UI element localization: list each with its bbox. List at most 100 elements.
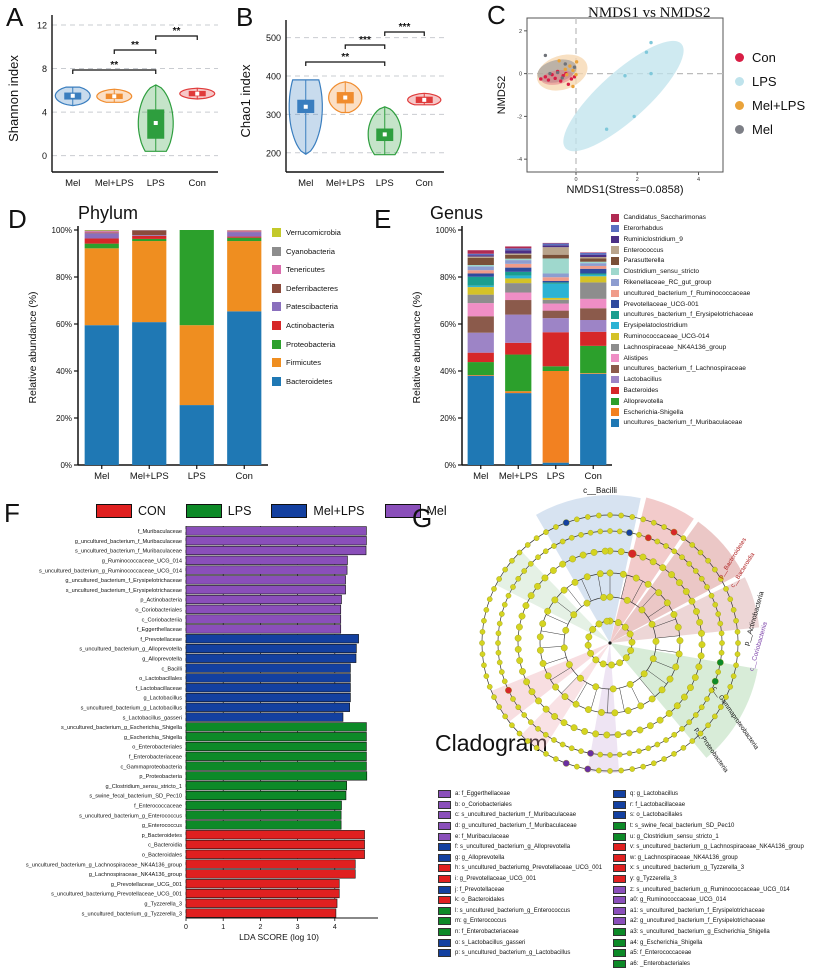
legend-swatch-icon <box>613 833 626 841</box>
cladogram-node <box>636 532 641 537</box>
stack-segment <box>468 303 494 316</box>
cladogram-node <box>561 587 567 593</box>
legend-dot-icon <box>735 125 744 134</box>
nmds-point <box>649 41 652 44</box>
lda-bar-label: s_uncultured_bacterium_g_Escherichia_Shi… <box>61 725 183 731</box>
cladogram-node <box>596 513 601 518</box>
nmds-point <box>565 73 568 76</box>
cladogram-node <box>515 646 521 652</box>
lda-bar <box>186 801 341 810</box>
legend-swatch-icon <box>613 886 626 894</box>
cladogram-node <box>607 768 612 773</box>
legend-label: a4: g_Escherichia_Shigella <box>630 940 702 946</box>
stack-segment <box>505 283 531 292</box>
cladogram-node <box>577 675 583 681</box>
lda-bar <box>186 889 339 898</box>
cladogram-node <box>591 549 597 555</box>
legend-label: a5: f_Enterococcaceae <box>630 950 691 956</box>
legend-swatch-icon <box>611 257 619 265</box>
legend-label: Enterococcus <box>624 247 664 254</box>
cladogram-node <box>640 554 646 560</box>
cladogram-node <box>681 745 686 750</box>
cladogram-node <box>651 761 656 766</box>
legend-swatch-icon <box>611 408 619 416</box>
nmds-point <box>571 69 574 72</box>
stack-segment <box>543 298 569 300</box>
nmds-point <box>564 68 567 71</box>
legend-label: LPS <box>228 504 252 518</box>
stack-segment <box>505 293 531 301</box>
lda-bar-label: s_swine_fecal_bacterium_SD_Pec10 <box>89 794 182 800</box>
legend-label: i: g_Prevotellaceae_UCG_001 <box>455 876 536 882</box>
cladogram-node <box>604 732 610 738</box>
legend-item: Ruminococcaceae_UCG-014 <box>611 333 753 341</box>
y-tick: 80% <box>56 273 72 282</box>
lda-bar-label: g_Clostridium_sensu_stricto_1 <box>106 784 183 790</box>
cladogram-node <box>709 593 714 598</box>
cladogram-node <box>699 576 704 581</box>
cladogram-node <box>687 720 692 725</box>
legend-swatch-icon <box>438 896 451 904</box>
legend-swatch-icon <box>611 246 619 254</box>
x-tick: 2 <box>258 924 262 931</box>
x-tick: LPS <box>547 471 565 482</box>
cladogram-node <box>705 558 710 563</box>
cladogram-node <box>551 713 557 719</box>
cladogram-node <box>560 742 565 747</box>
legend-swatch-icon <box>438 833 451 841</box>
cladogram-node <box>657 717 663 723</box>
cladogram-node <box>677 637 683 643</box>
cladogram-node <box>674 703 680 709</box>
cladogram-node <box>491 694 496 699</box>
stack-segment <box>468 258 494 265</box>
lda-bar-label: g_Escherichia_Shigella <box>124 735 183 741</box>
cladogram-node <box>588 530 593 535</box>
y-axis-label: Chao1 index <box>238 64 253 137</box>
lda-bar-label: c_Bacteroidia <box>148 843 183 849</box>
lda-bar-label: s_uncultured_bacterium_g_Lachnospiraceae… <box>26 862 182 868</box>
stack-segment <box>132 235 166 236</box>
legend-item: Alloprevotella <box>611 398 753 406</box>
legend-label: Erysipelatoclostridium <box>624 322 688 329</box>
lda-bar-label: f_Prevotellaceae <box>140 637 182 643</box>
lda-bar <box>186 713 343 722</box>
cladogram-node <box>503 567 508 572</box>
lda-bar-label: o_Coriobacteriales <box>135 608 182 614</box>
legend-item: h: s_uncultured_bacteriumg_Prevotellacea… <box>438 863 602 874</box>
cladogram-node <box>534 536 539 541</box>
cladogram-node <box>645 581 651 587</box>
stack-segment <box>543 282 569 283</box>
cladogram-node <box>534 745 539 750</box>
legend-label: b: o_Coriobacteriales <box>455 802 512 808</box>
legend-item: a4: g_Escherichia_Shigella <box>613 937 804 948</box>
stack-segment <box>543 311 569 319</box>
lda-bar-label: g_uncultured_bacterium_f_Muribaculaceae <box>75 539 182 545</box>
stack-segment <box>227 237 261 238</box>
cladogram-node <box>543 732 548 737</box>
legend-swatch-icon <box>613 928 626 936</box>
y-tick: 60% <box>440 320 456 329</box>
legend-item: a: f_Eggerthellaceae <box>438 789 602 800</box>
cladogram-node <box>593 684 599 690</box>
cladogram-node <box>671 611 677 617</box>
legend-item: uncultures_bacterium_f_Erysipelotrichace… <box>611 311 753 319</box>
lda-bar-label: s_uncultured_bacteriumg_Prevotellaceae_U… <box>51 892 182 898</box>
legend-item: a0: g_Ruminococcaceae_UCG_014 <box>613 895 804 906</box>
stack-segment <box>468 255 494 256</box>
stack-segment <box>580 374 606 465</box>
stack-segment <box>468 273 494 276</box>
y-tick: 40% <box>440 367 456 376</box>
y-tick: 20% <box>440 414 456 423</box>
stack-segment <box>580 275 606 276</box>
legend-item: Lactobacillus <box>611 376 753 384</box>
stack-segment <box>85 233 119 234</box>
cladogram-node <box>698 550 703 555</box>
stack-segment <box>505 300 531 315</box>
cladogram-node <box>655 589 661 595</box>
stack-segment <box>227 241 261 311</box>
x-tick: Con <box>416 178 433 189</box>
stack-segment <box>580 332 606 346</box>
cladogram-node <box>589 626 595 632</box>
cladogram-node <box>719 640 724 645</box>
cladogram-node <box>587 750 593 756</box>
